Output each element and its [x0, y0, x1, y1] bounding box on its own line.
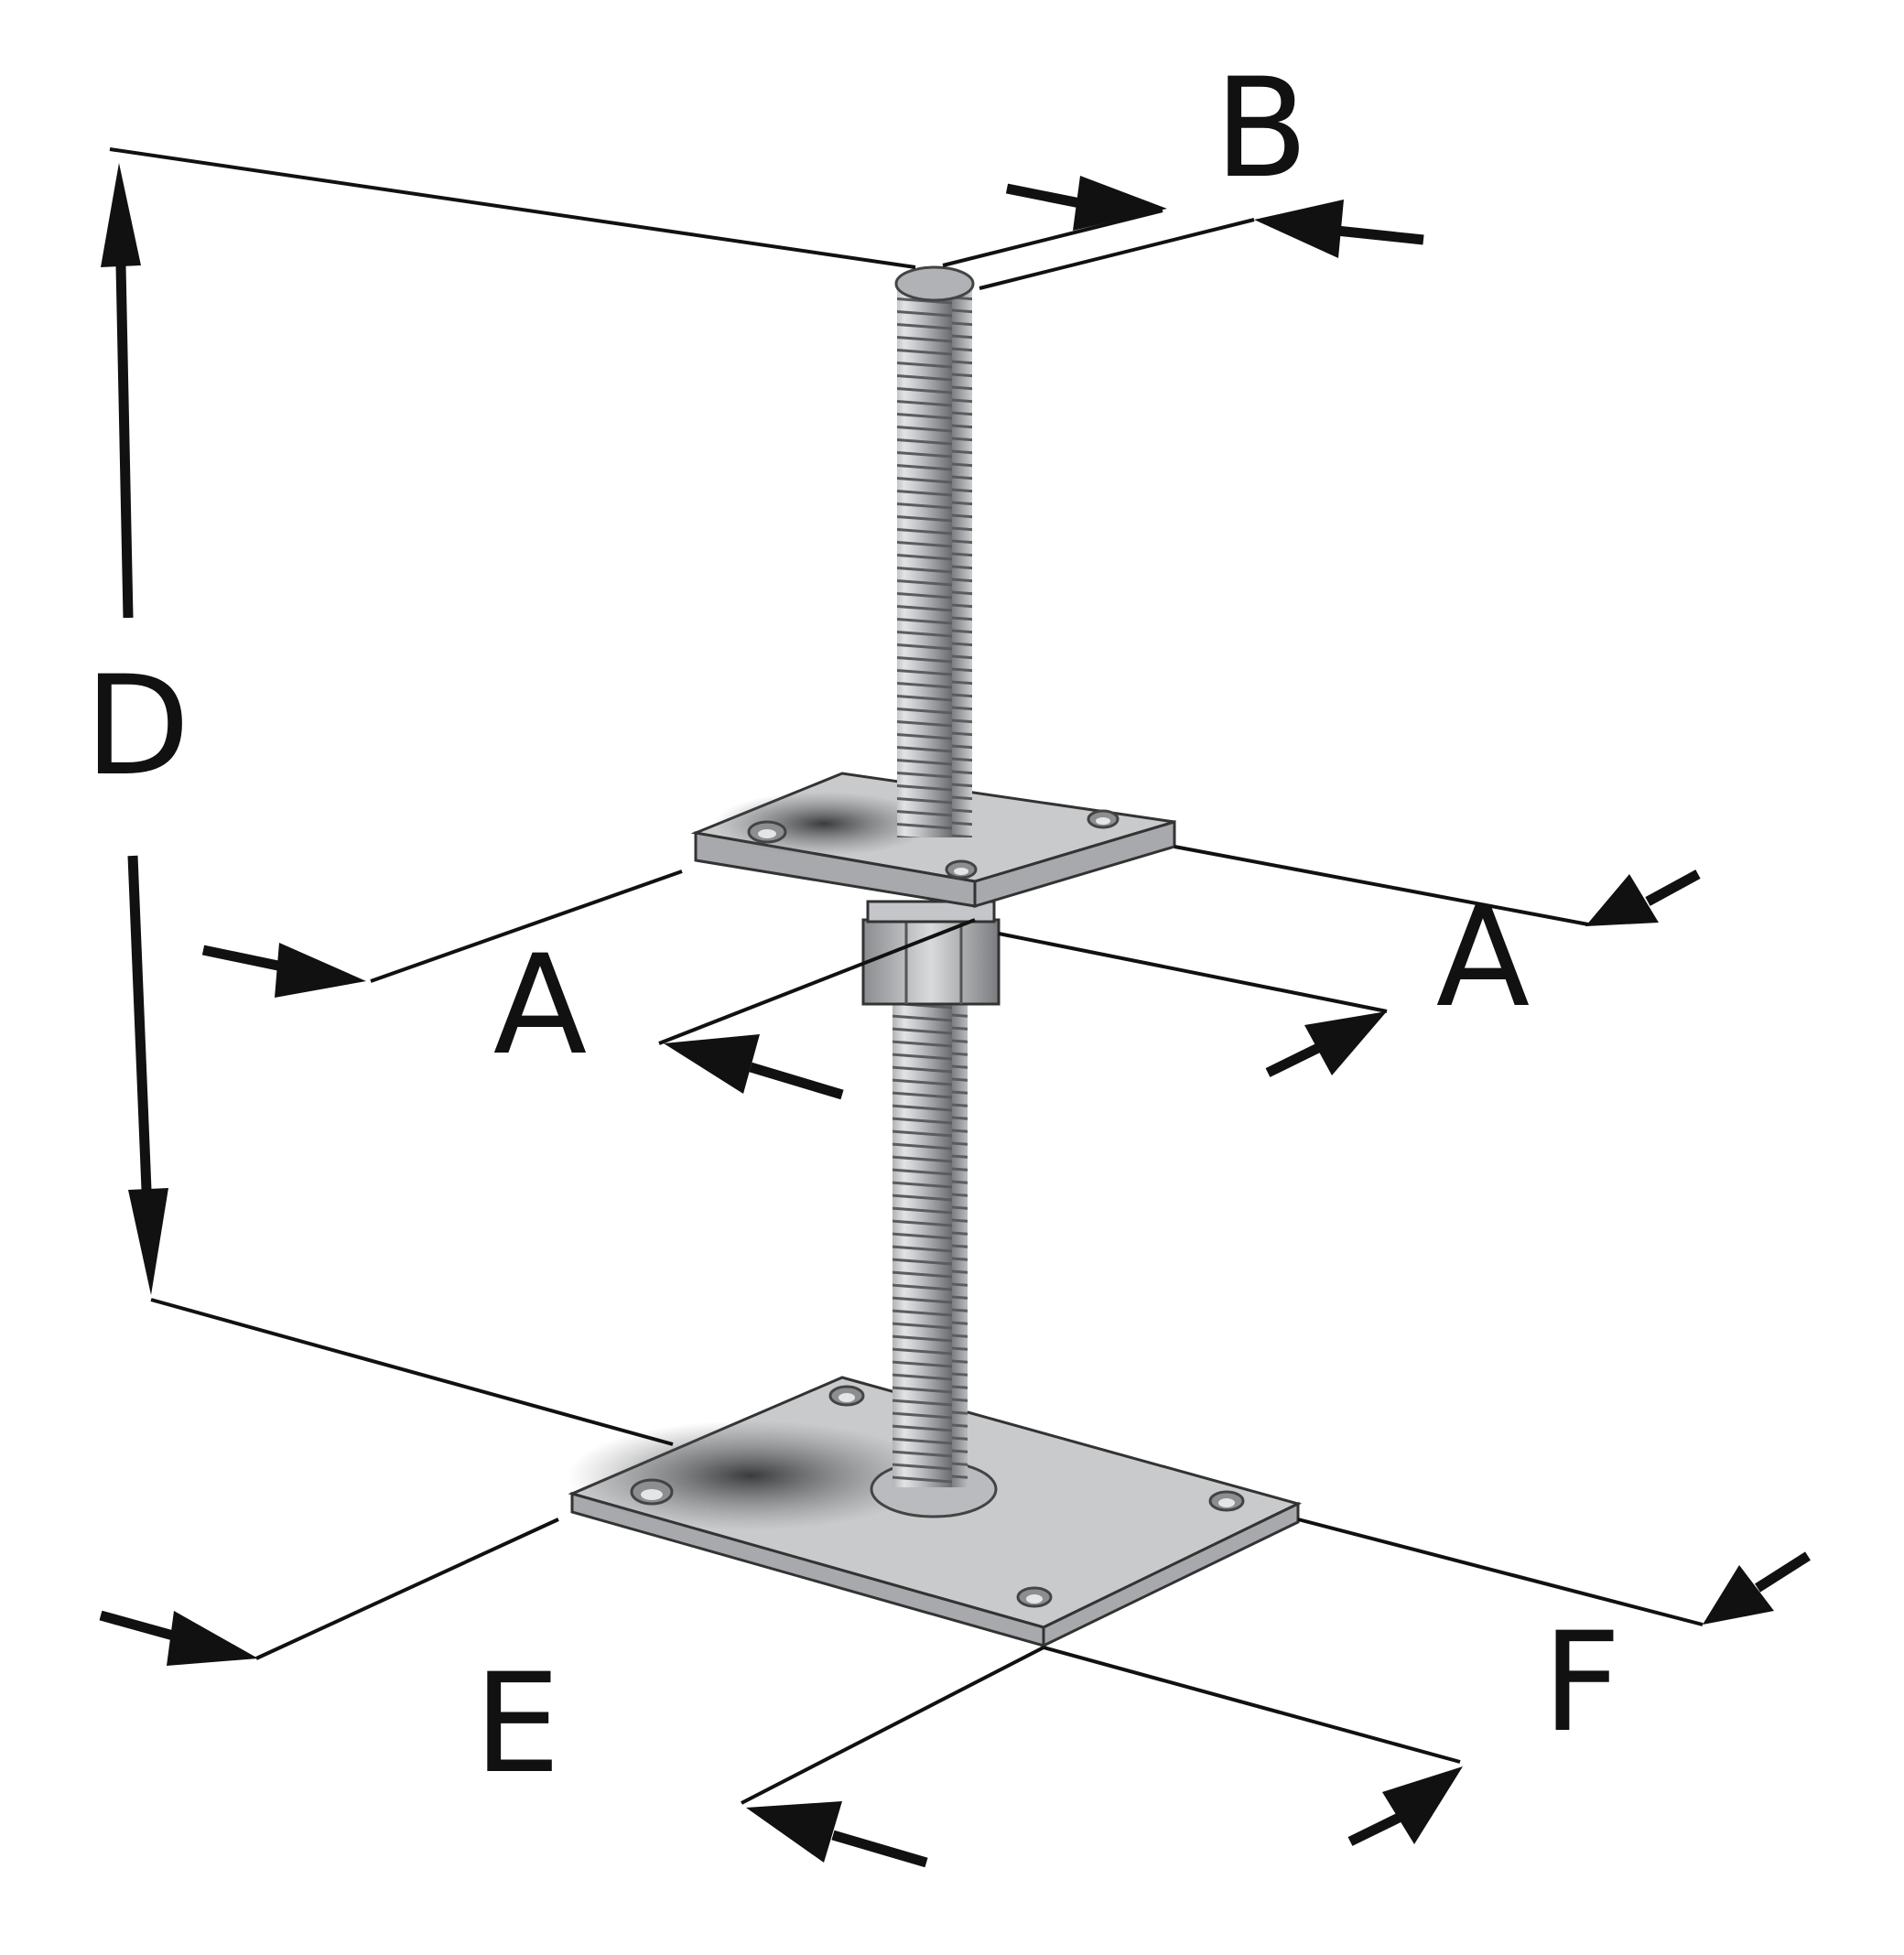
label-b: B: [1215, 49, 1309, 209]
washer: [866, 900, 996, 923]
threaded-rod-lower: [892, 1002, 968, 1487]
base-plate-hole: [1208, 1490, 1245, 1512]
label-e: E: [474, 1645, 561, 1804]
dimension-a-arrows: [201, 869, 1701, 1100]
label-d: D: [84, 647, 190, 806]
dimension-b-arrows: [1005, 176, 1424, 258]
threaded-rod-upper: [897, 284, 972, 837]
label-a-right: A: [1436, 879, 1531, 1038]
base-plate: [568, 1376, 1303, 1648]
base-plate-hole: [828, 1385, 865, 1407]
label-a-left: A: [493, 926, 588, 1086]
base-plate-hole: [1016, 1586, 1053, 1608]
base-plate-hole: [630, 1478, 674, 1506]
rod-tip: [894, 265, 975, 302]
dimension-lines: [109, 147, 1704, 1805]
top-plate-hole: [945, 859, 978, 880]
label-f: F: [1542, 1604, 1621, 1763]
dimension-d-arrow: [101, 163, 168, 1295]
top-plate-hole: [1087, 809, 1120, 829]
dimension-e-f-arrows: [99, 1551, 1811, 1868]
top-plate-hole: [747, 820, 787, 844]
hex-nut: [861, 900, 1001, 1006]
